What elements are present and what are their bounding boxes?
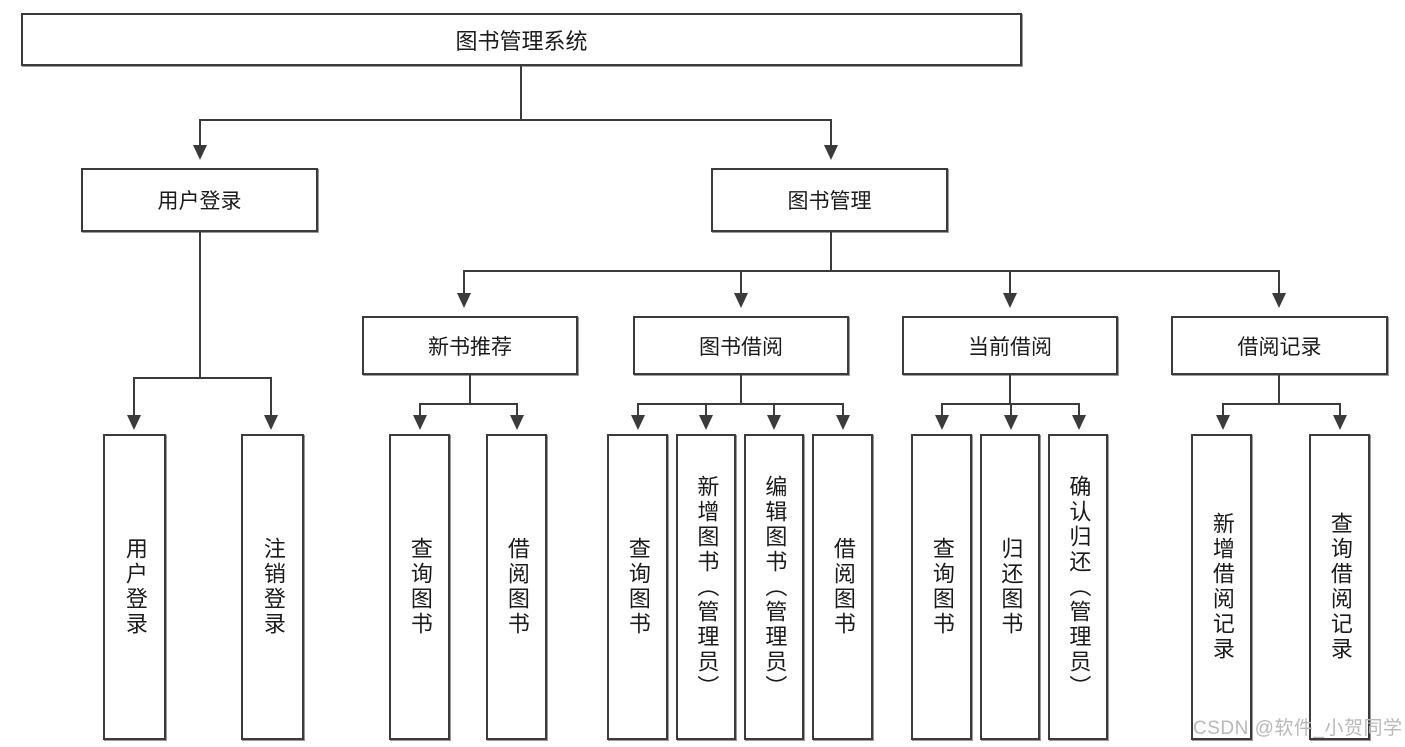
leaf-label: 查询图书	[929, 537, 955, 637]
connector-bm-to-new-book	[463, 270, 465, 295]
connector-book-management-bus	[463, 270, 1280, 272]
connector-bb-to-leaf2	[705, 403, 707, 417]
node-current-borrow[interactable]: 当前借阅	[902, 316, 1118, 375]
leaf-label: 确认归还（管理员）	[1066, 474, 1092, 700]
leaf-add-borrow-record[interactable]: 新增借阅记录	[1191, 434, 1252, 740]
node-label: 图书管理系统	[455, 28, 588, 54]
watermark-text: CSDN @软件_小贺同学	[1193, 718, 1403, 739]
leaf-add-book-admin[interactable]: 新增图书（管理员）	[676, 434, 736, 740]
leaf-label: 借阅图书	[830, 537, 856, 637]
arrowhead-bb-to-leaf2	[699, 415, 713, 430]
leaf-label: 新增借阅记录	[1209, 512, 1235, 662]
node-root-book-management-system[interactable]: 图书管理系统	[21, 13, 1022, 66]
leaf-borrow-book[interactable]: 借阅图书	[812, 434, 873, 740]
arrowhead-cb-to-leaf2	[1004, 415, 1018, 430]
arrowhead-bm-to-borrow	[734, 293, 748, 308]
leaf-label: 用户登录	[122, 537, 148, 637]
connector-root-stem	[520, 66, 522, 120]
arrowhead-cb-to-leaf3	[1072, 415, 1086, 430]
leaf-label: 查询图书	[625, 537, 651, 637]
node-book-management[interactable]: 图书管理	[711, 168, 948, 232]
connector-user-login-to-leaf1	[133, 377, 135, 417]
connector-book-management-stem	[830, 232, 832, 272]
connector-bm-to-borrow-record	[1278, 270, 1280, 295]
connector-new-book-stem	[469, 375, 471, 405]
connector-root-to-book-management	[830, 119, 832, 147]
leaf-query-book-new-recommend[interactable]: 查询图书	[389, 434, 450, 740]
leaf-logout[interactable]: 注销登录	[241, 434, 304, 740]
connector-book-borrow-stem	[740, 375, 742, 405]
connector-user-login-to-leaf2	[270, 377, 272, 417]
arrowhead-user-login-to-leaf2	[264, 415, 278, 430]
connector-nb-to-leaf1	[419, 403, 421, 417]
arrowhead-root-to-book-management	[824, 145, 838, 160]
leaf-borrow-book-new-recommend[interactable]: 借阅图书	[486, 434, 547, 740]
connector-current-borrow-stem	[1009, 375, 1011, 405]
node-label: 图书借阅	[699, 335, 783, 359]
leaf-label: 编辑图书（管理员）	[762, 474, 788, 700]
arrowhead-br-to-leaf1	[1216, 415, 1230, 430]
arrowhead-nb-to-leaf1	[413, 415, 427, 430]
node-borrow-record[interactable]: 借阅记录	[1171, 316, 1388, 375]
leaf-query-book-borrow[interactable]: 查询图书	[607, 434, 668, 740]
leaf-confirm-return-admin[interactable]: 确认归还（管理员）	[1048, 434, 1108, 740]
connector-book-borrow-bus	[637, 403, 843, 405]
arrowhead-bm-to-new-book	[457, 293, 471, 308]
leaf-label: 借阅图书	[504, 537, 530, 637]
arrowhead-bm-to-borrow-record	[1272, 293, 1286, 308]
node-label: 图书管理	[787, 190, 872, 213]
leaf-label: 注销登录	[260, 537, 286, 637]
leaf-query-book-current[interactable]: 查询图书	[911, 434, 972, 740]
arrowhead-bb-to-leaf4	[836, 415, 850, 430]
leaf-label: 查询借阅记录	[1327, 512, 1353, 662]
arrowhead-bm-to-current-borrow	[1003, 293, 1017, 308]
leaf-label: 归还图书	[998, 537, 1024, 637]
leaf-query-borrow-record[interactable]: 查询借阅记录	[1309, 434, 1370, 740]
connector-user-login-bus	[133, 377, 270, 379]
connector-borrow-record-bus	[1222, 403, 1340, 405]
node-label: 新书推荐	[428, 335, 512, 359]
connector-root-to-user-login	[199, 119, 201, 147]
connector-user-login-stem	[199, 232, 201, 379]
node-label: 当前借阅	[968, 335, 1052, 359]
arrowhead-bb-to-leaf3	[767, 415, 781, 430]
leaf-label: 新增图书（管理员）	[694, 474, 720, 700]
connector-bb-to-leaf1	[637, 403, 639, 417]
connector-bb-to-leaf3	[773, 403, 775, 417]
connector-new-book-bus	[419, 403, 517, 405]
connector-bb-to-leaf4	[842, 403, 844, 417]
csdn-watermark: CSDN @软件_小贺同学	[1193, 713, 1402, 740]
connector-root-bus	[199, 119, 832, 121]
node-new-book-recommend[interactable]: 新书推荐	[362, 316, 578, 375]
connector-bm-to-borrow	[740, 270, 742, 295]
node-user-login[interactable]: 用户登录	[81, 168, 318, 232]
connector-cb-to-leaf3	[1078, 403, 1080, 417]
arrowhead-root-to-user-login	[193, 145, 207, 160]
connector-nb-to-leaf2	[516, 403, 518, 417]
connector-cb-to-leaf1	[941, 403, 943, 417]
arrowhead-nb-to-leaf2	[510, 415, 524, 430]
node-book-borrow[interactable]: 图书借阅	[633, 316, 849, 375]
connector-bm-to-current-borrow	[1009, 270, 1011, 295]
arrowhead-br-to-leaf2	[1333, 415, 1347, 430]
connector-br-to-leaf2	[1339, 403, 1341, 417]
leaf-label: 查询图书	[407, 537, 433, 637]
connector-br-to-leaf1	[1222, 403, 1224, 417]
arrowhead-user-login-to-leaf1	[127, 415, 141, 430]
leaf-edit-book-admin[interactable]: 编辑图书（管理员）	[744, 434, 804, 740]
arrowhead-cb-to-leaf1	[935, 415, 949, 430]
arrowhead-bb-to-leaf1	[631, 415, 645, 430]
leaf-user-login[interactable]: 用户登录	[103, 434, 166, 740]
node-label: 用户登录	[157, 190, 242, 213]
node-label: 借阅记录	[1237, 335, 1322, 359]
connector-cb-to-leaf2	[1010, 403, 1012, 417]
leaf-return-book[interactable]: 归还图书	[980, 434, 1040, 740]
connector-borrow-record-stem	[1278, 375, 1280, 405]
